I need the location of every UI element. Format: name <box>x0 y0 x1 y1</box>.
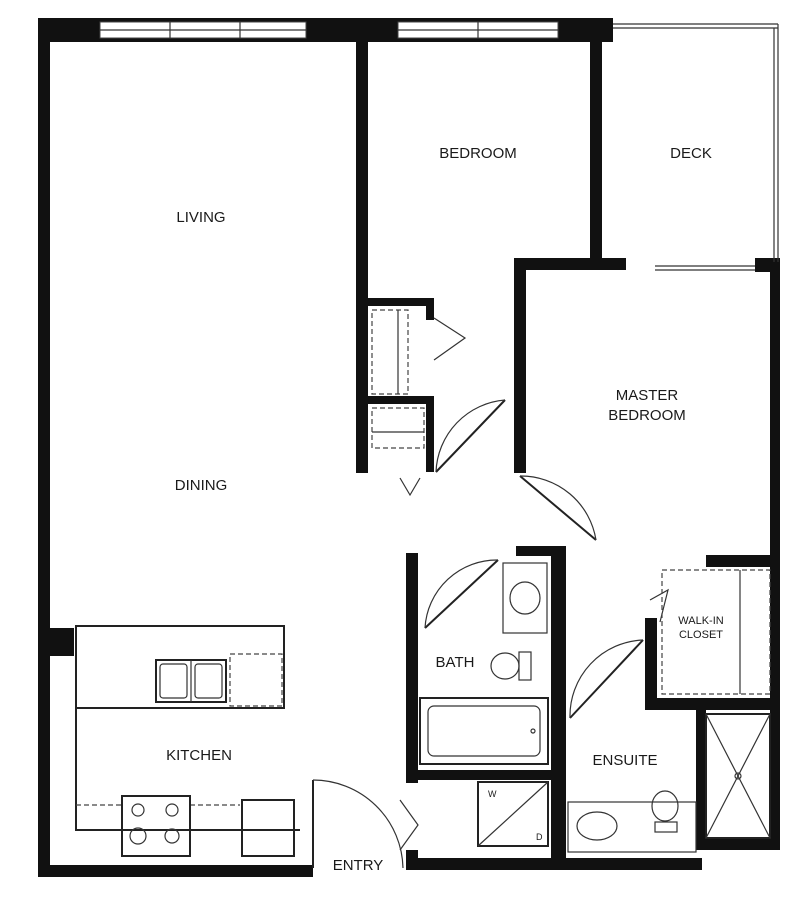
bath-fixtures <box>419 562 549 847</box>
label-walk-in-line1: WALK-IN <box>678 615 723 627</box>
closet-wall-stub <box>426 298 434 320</box>
closet-wall-top <box>356 298 434 306</box>
label-ensuite: ENSUITE <box>592 752 657 769</box>
label-kitchen: KITCHEN <box>166 747 232 764</box>
deck-corner <box>755 258 780 272</box>
label-dryer: D <box>536 832 543 842</box>
wall-south-east <box>700 838 778 850</box>
fridge <box>241 799 295 857</box>
closet-wall-mid <box>356 396 434 404</box>
kitchen-island <box>75 625 285 709</box>
label-deck: DECK <box>670 145 712 162</box>
washer-dryer <box>477 781 549 847</box>
bath-vanity <box>502 562 548 634</box>
wall-closet-west <box>645 618 657 710</box>
closet-shelves <box>371 309 771 695</box>
wall-bath-south <box>406 770 561 780</box>
wall-bath-north <box>516 546 566 556</box>
label-master-line2: BEDROOM <box>608 407 686 424</box>
deck-railing <box>613 23 779 271</box>
wall-west <box>38 18 50 875</box>
label-dining: DINING <box>175 477 228 494</box>
wall-closet-north <box>706 555 780 567</box>
wall-south-right <box>412 858 702 870</box>
label-washer: W <box>488 789 497 799</box>
kitchen-fixtures <box>75 625 300 857</box>
wall-bath-west <box>406 553 418 783</box>
wall-entry-stub <box>406 850 418 870</box>
stove <box>121 795 191 857</box>
label-entry: ENTRY <box>333 857 384 874</box>
shower <box>705 713 771 839</box>
label-walk-in-line2: CLOSET <box>679 629 723 641</box>
closet-wall-right <box>426 396 434 472</box>
ensuite-toilet <box>651 790 679 822</box>
wall-closet-south <box>645 698 780 710</box>
label-master-line1: MASTER <box>616 387 679 404</box>
room-labels: LIVING DINING KITCHEN BEDROOM DECK MASTE… <box>166 145 724 874</box>
wall-south-left <box>38 865 313 877</box>
label-bedroom: BEDROOM <box>439 145 517 162</box>
bath-toilet <box>490 652 520 680</box>
wall-bedroom-deck <box>590 18 602 263</box>
label-bath: BATH <box>436 654 475 671</box>
wall-shower <box>696 706 706 850</box>
column-kitchen <box>38 628 74 656</box>
wall-living-bedroom <box>356 18 368 473</box>
wall-bath-ensuite <box>551 546 566 862</box>
ensuite-fixtures <box>567 713 771 853</box>
wall-master-north <box>514 258 626 270</box>
wall-master-west <box>514 258 526 473</box>
doors <box>312 317 669 869</box>
label-living: LIVING <box>176 209 225 226</box>
bathtub <box>419 697 549 765</box>
north-windows <box>99 21 559 39</box>
ensuite-vanity <box>567 801 697 853</box>
interior-walls <box>356 18 780 870</box>
